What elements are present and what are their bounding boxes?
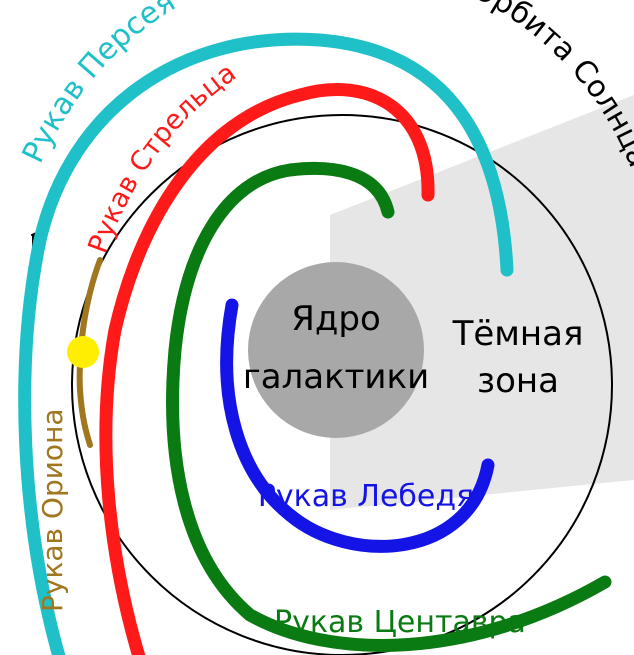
cygnus-arm bbox=[220, 298, 495, 553]
dark-zone bbox=[330, 95, 634, 510]
centaurus-arm bbox=[166, 161, 612, 652]
orion-label: Рукав Ориона bbox=[36, 408, 69, 612]
orion-arm bbox=[76, 257, 103, 448]
core-label-line2: галактики bbox=[243, 357, 429, 397]
dark-zone-label-line2: зона bbox=[477, 361, 559, 401]
core-label-line1: Ядро bbox=[291, 299, 381, 339]
sagittarius-arm bbox=[99, 83, 435, 655]
cygnus-label: Рукав Лебедя bbox=[258, 479, 474, 514]
centaurus-label: Рукав Центавра bbox=[274, 605, 526, 640]
sun-marker bbox=[67, 336, 99, 368]
sun-orbit bbox=[71, 114, 613, 655]
dark-zone-label-line1: Тёмная bbox=[452, 314, 584, 354]
galactic-core bbox=[248, 262, 424, 438]
perseus-arm bbox=[18, 32, 514, 655]
